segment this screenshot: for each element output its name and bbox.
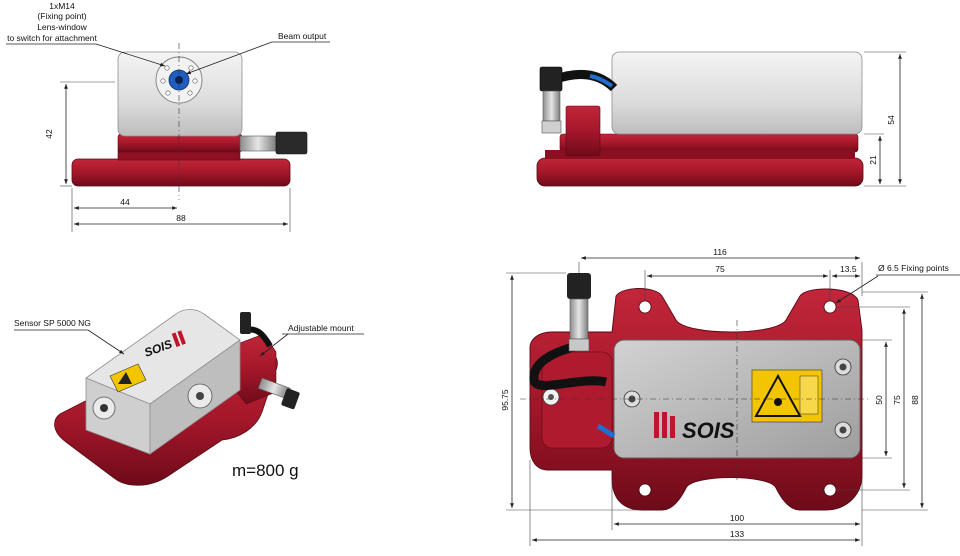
top-plate-screw-3-core [839, 426, 847, 434]
front-lens-core [175, 76, 183, 84]
top-dim-95-75: 95.75 [500, 389, 510, 411]
front-dim-height: 42 [44, 129, 54, 139]
side-mount-block [565, 105, 601, 157]
top-connector-body [569, 298, 589, 340]
top-cable [529, 341, 608, 390]
top-laser-text-block [799, 375, 819, 415]
side-cable-blue [589, 74, 614, 88]
front-lens-hole-1 [164, 65, 170, 71]
iso-weight: m=800 g [232, 461, 299, 480]
side-connector-body [542, 90, 561, 122]
side-connector-top [539, 66, 563, 92]
front-view: 1xM14 (Fixing point) Lens-window to swit… [6, 1, 330, 232]
top-dim-75-right: 75 [892, 395, 902, 405]
iso-adjust-knob [281, 388, 300, 410]
top-dim-88: 88 [910, 395, 920, 405]
front-lens-hole-6 [187, 90, 193, 96]
side-base-plate [536, 157, 864, 187]
top-fixing-hole-4 [823, 483, 837, 497]
top-dim-116: 116 [713, 247, 727, 257]
iso-connector [240, 312, 251, 334]
isometric-view: SOIS Sensor SP 5000 NG Adjustable mount … [14, 309, 364, 486]
top-plate-screw-2-core [839, 363, 847, 371]
top-view: SOIS 116 75 13.5 Ø 6.5 Fixing points 95.… [500, 247, 960, 546]
top-dim-100: 100 [730, 513, 744, 523]
top-fixing-hole-2 [823, 300, 837, 314]
side-dim-base-height: 21 [868, 155, 878, 165]
side-view: 54 21 [536, 51, 906, 187]
top-dim-50: 50 [874, 395, 884, 405]
top-label-fixing: Ø 6.5 Fixing points [878, 263, 949, 273]
iso-label-sensor: Sensor SP 5000 NG [14, 318, 91, 328]
side-housing [611, 51, 863, 135]
top-dim-133: 133 [730, 529, 744, 539]
iso-laser-triangle [118, 372, 132, 384]
top-dim-75-top: 75 [715, 264, 725, 274]
front-lens-hole-3 [160, 78, 166, 84]
front-lens-hole-5 [165, 90, 171, 96]
front-lens-hole-4 [192, 78, 198, 84]
front-base-plate [71, 158, 291, 187]
iso-side-lens-core [196, 392, 204, 400]
iso-front-lens-core [100, 404, 108, 412]
front-annotation-m14-4: to switch for attachment [7, 33, 97, 43]
front-adjust-knob [275, 131, 308, 155]
top-laser-triangle [754, 373, 802, 417]
top-mount-screw-core [548, 394, 554, 400]
iso-label-mount: Adjustable mount [288, 323, 354, 333]
top-brand-mark: SOIS [654, 412, 735, 443]
top-connector-nut [568, 338, 590, 352]
front-adjust-screw [239, 135, 277, 152]
top-brand-text: SOIS [682, 418, 735, 443]
side-connector-nut [541, 120, 562, 134]
front-annotation-m14-1: 1xM14 [49, 1, 75, 11]
front-annotation-m14-2: (Fixing point) [37, 11, 86, 21]
top-dim-13-5: 13.5 [840, 264, 857, 274]
side-dim-total-height: 54 [886, 115, 896, 125]
front-dim-width: 88 [176, 213, 186, 223]
top-laser-symbol [774, 398, 782, 406]
front-annotation-beam: Beam output [278, 31, 327, 41]
top-connector-head [567, 273, 591, 299]
top-fixing-hole-1 [638, 300, 652, 314]
side-feet [545, 150, 855, 159]
top-mount-block [541, 351, 613, 449]
side-base-upper [559, 133, 859, 153]
front-dim-half-width: 44 [120, 197, 130, 207]
top-plate-screw-1-core [628, 395, 636, 403]
top-fixing-hole-3 [638, 483, 652, 497]
front-base-top [117, 133, 243, 153]
front-annotation-m14-3: Lens-window [37, 22, 87, 32]
top-cable-blue [596, 423, 616, 439]
front-lens-hole-2 [188, 65, 194, 71]
